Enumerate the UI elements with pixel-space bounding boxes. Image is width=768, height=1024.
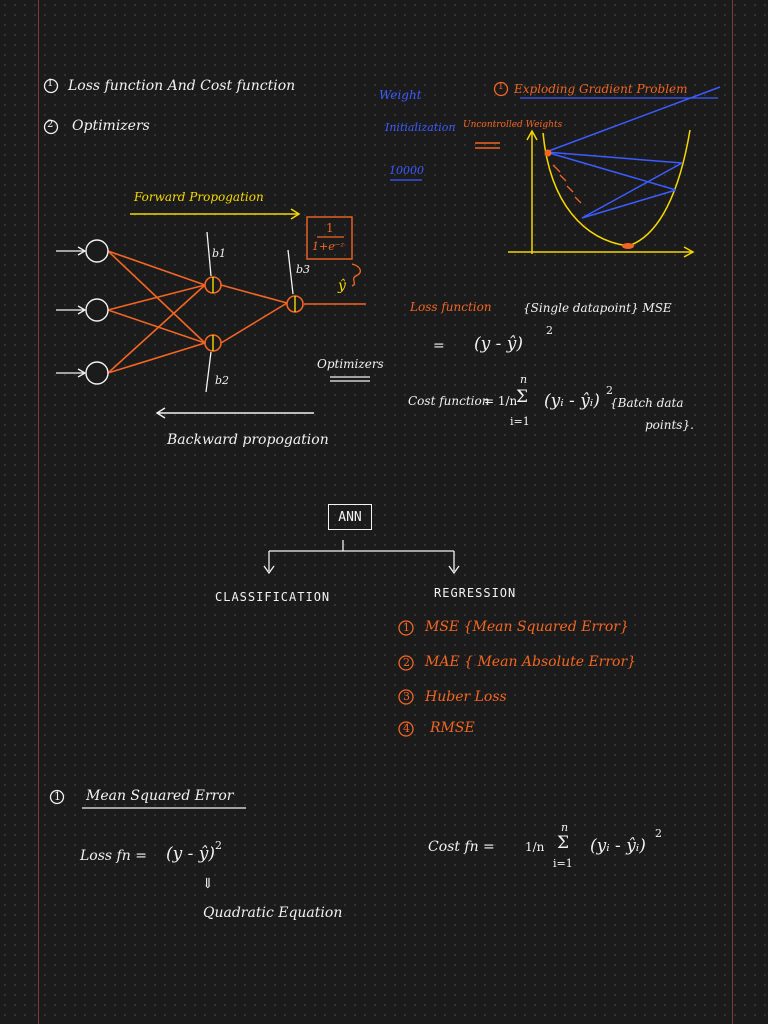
mse-cost-exponent: 2 bbox=[655, 827, 662, 840]
loss-equals: = bbox=[433, 338, 445, 354]
ann-root-label: ANN bbox=[338, 509, 362, 525]
input-neuron-1 bbox=[85, 239, 109, 263]
mse-section-number: 1 bbox=[54, 790, 61, 803]
mse-sigma-bottom: i=1 bbox=[553, 857, 573, 870]
bias-ticks bbox=[205, 231, 294, 393]
topic-1-circle bbox=[43, 78, 59, 94]
uncontrolled-weights-note: Uncontrolled Weights bbox=[463, 120, 563, 130]
quadratic-equation-label: Quadratic Equation bbox=[203, 905, 343, 921]
cost-function-title: Cost function bbox=[408, 394, 490, 408]
right-margin-line bbox=[732, 0, 733, 1024]
ann-tree bbox=[263, 540, 460, 575]
y-hat-output: ŷ bbox=[338, 278, 346, 294]
topic-1-text: Loss function And Cost function bbox=[68, 78, 296, 94]
cost-lhs: = 1/n bbox=[484, 394, 518, 408]
input-hidden-weights bbox=[107, 250, 366, 374]
input-neurons bbox=[85, 239, 109, 385]
mse-cost-fraction: 1/n bbox=[525, 840, 545, 854]
reg-loss-1: MSE {Mean Squared Error} bbox=[425, 619, 629, 635]
mse-sigma-top: n bbox=[561, 821, 569, 834]
yhat-squiggle-arrow bbox=[351, 263, 361, 287]
cost-note-line1: {Batch data bbox=[610, 396, 684, 410]
topic-1-number: 1 bbox=[47, 78, 54, 89]
input-arrows bbox=[56, 246, 87, 378]
mse-loss-label: Loss fn = bbox=[80, 848, 147, 864]
gradient-descent-graph bbox=[493, 81, 721, 258]
weight-value: 10000 bbox=[389, 164, 424, 177]
mse-sigma: Σ bbox=[557, 833, 570, 853]
exploding-gradient-title: Exploding Gradient Problem bbox=[514, 82, 688, 96]
input-neuron-3 bbox=[85, 361, 109, 385]
reg-loss-4: RMSE bbox=[430, 720, 475, 736]
mse-cost-label: Cost fn = bbox=[428, 839, 495, 855]
bias-b1: b1 bbox=[212, 247, 227, 260]
topic-2-circle bbox=[43, 119, 59, 135]
mse-implies-arrow: ⇓ bbox=[202, 876, 214, 892]
sigmoid-box bbox=[306, 216, 353, 260]
sigmoid-numerator: 1 bbox=[326, 221, 334, 235]
reg-loss-3-number: 3 bbox=[403, 690, 410, 703]
mse-section-title: Mean Squared Error bbox=[86, 788, 234, 804]
optimizers-label: Optimizers bbox=[317, 357, 384, 371]
reg-loss-3: Huber Loss bbox=[425, 689, 507, 705]
initialization-label: Initialization bbox=[385, 121, 456, 134]
cost-expression: (yᵢ - ŷᵢ) bbox=[544, 391, 600, 411]
cost-exponent: 2 bbox=[606, 384, 613, 397]
ann-root-box: ANN bbox=[328, 504, 372, 530]
loss-expression: (y - ŷ) bbox=[474, 334, 524, 354]
loss-function-title: Loss function bbox=[410, 300, 492, 314]
topic-2-text: Optimizers bbox=[72, 118, 150, 134]
reg-loss-2: MAE { Mean Absolute Error} bbox=[425, 654, 637, 670]
exploding-number: 1 bbox=[498, 82, 504, 92]
loss-function-note: {Single datapoint} MSE bbox=[523, 301, 672, 315]
input-neuron-2 bbox=[85, 298, 109, 322]
forward-arrow bbox=[130, 208, 301, 220]
regression-label: REGRESSION bbox=[434, 586, 517, 600]
reg-loss-4-number: 4 bbox=[403, 722, 410, 735]
reg-loss-2-number: 2 bbox=[403, 656, 410, 669]
backward-propagation-label: Backward propogation bbox=[167, 432, 329, 448]
loss-exponent: 2 bbox=[546, 324, 553, 337]
reg-loss-1-number: 1 bbox=[403, 621, 410, 634]
cost-sigma-bottom: i=1 bbox=[510, 415, 530, 428]
bias-b2: b2 bbox=[215, 374, 230, 387]
cost-note-line2: points}. bbox=[645, 418, 694, 432]
topic-2-number: 2 bbox=[47, 119, 54, 130]
mse-cost-expression: (yᵢ - ŷᵢ) bbox=[590, 836, 646, 856]
classification-label: CLASSIFICATION bbox=[215, 590, 331, 604]
bias-b3: b3 bbox=[296, 263, 311, 276]
weight-label: Weight bbox=[379, 88, 422, 102]
sigmoid-denominator: 1+e⁻ᶻ bbox=[312, 240, 345, 253]
left-margin-line bbox=[38, 0, 39, 1024]
mse-loss-expression: (y - ŷ) bbox=[166, 844, 216, 864]
mse-loss-exponent: 2 bbox=[215, 839, 222, 852]
cost-sigma-top: n bbox=[520, 373, 528, 386]
forward-propagation-label: Forward Propogation bbox=[134, 190, 264, 204]
cost-sigma: Σ bbox=[516, 387, 529, 407]
backward-arrow bbox=[155, 407, 314, 419]
